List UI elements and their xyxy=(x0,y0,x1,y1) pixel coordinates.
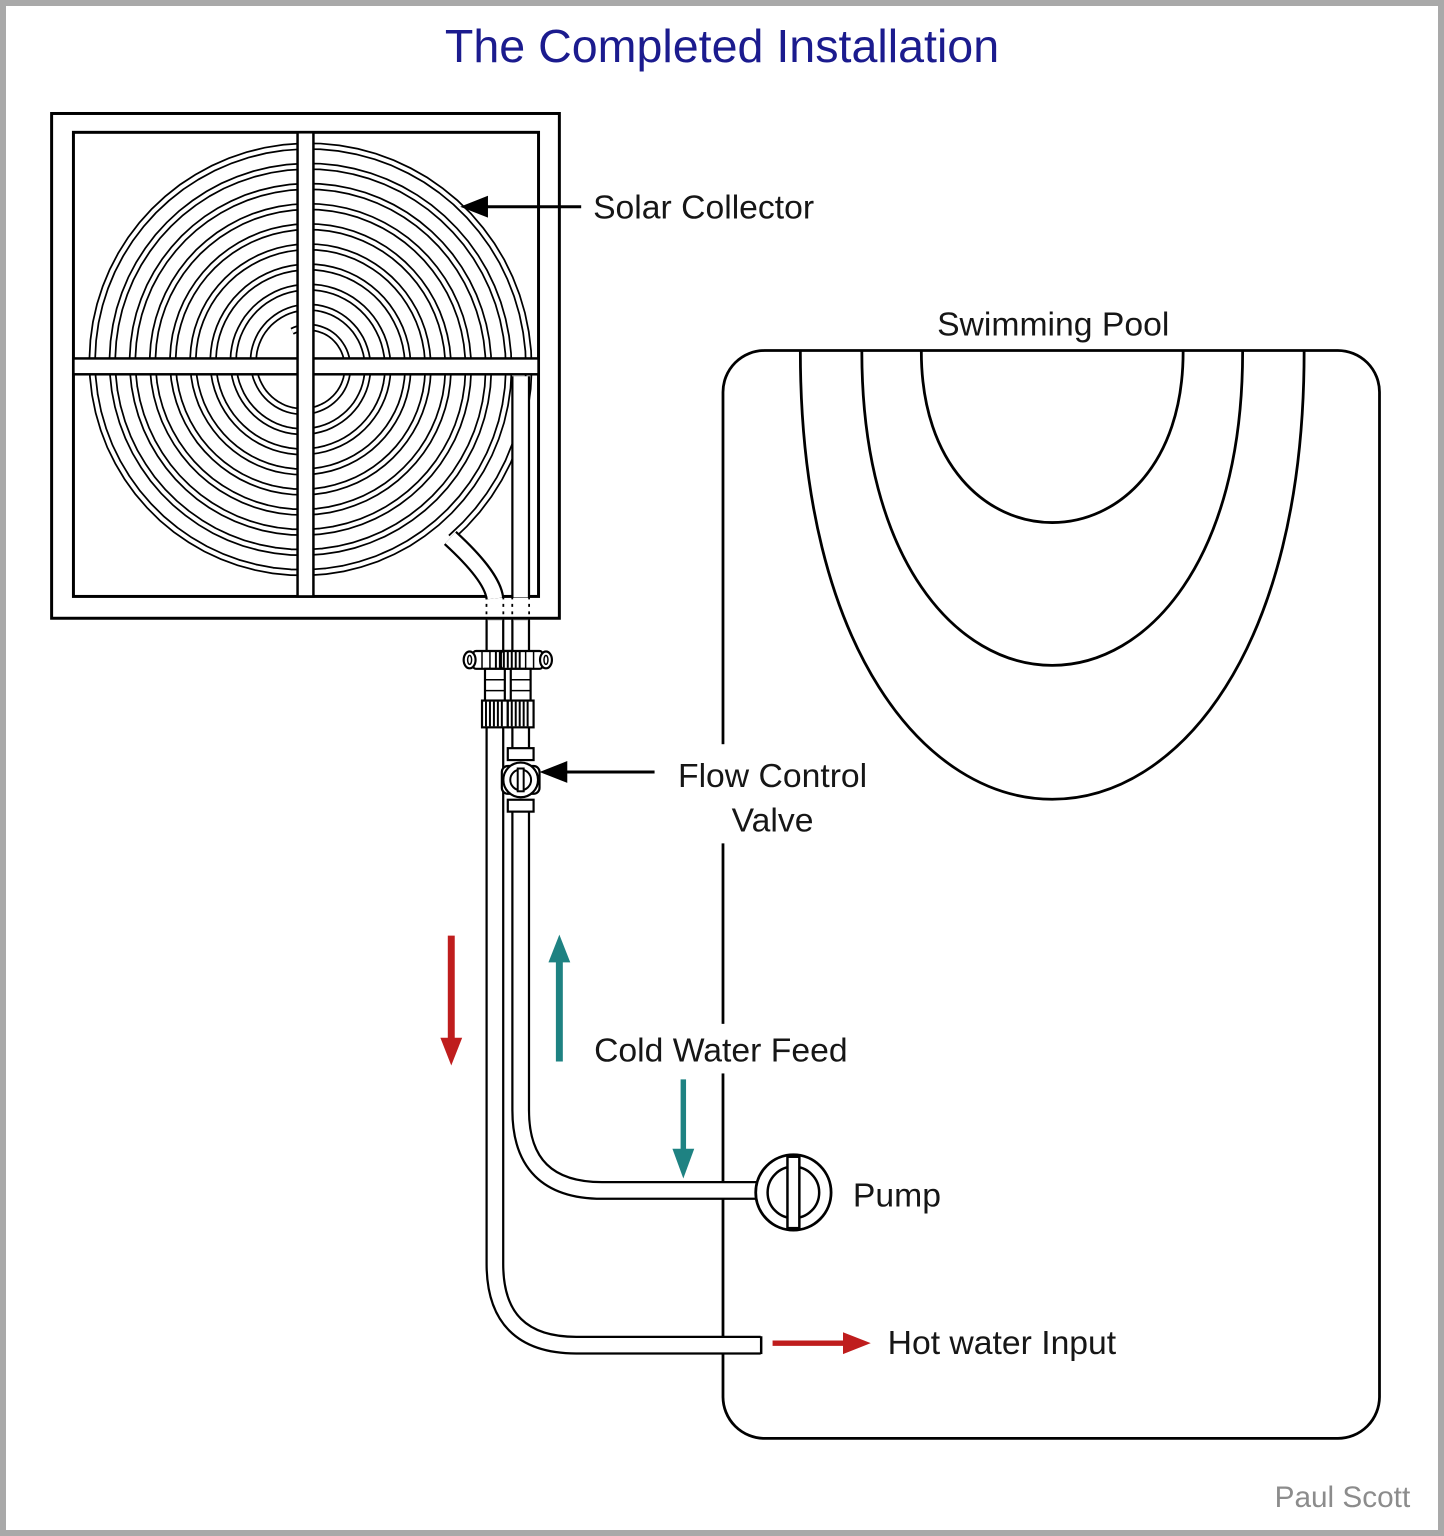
solar-collector-pointer-icon xyxy=(460,195,488,218)
hot-water-pipe-bore xyxy=(487,726,761,1353)
pool-steps-arc-middle xyxy=(860,351,1245,667)
pump xyxy=(754,1153,833,1232)
pointer-arrows xyxy=(460,195,655,783)
valve-label-backer xyxy=(650,744,892,844)
pool-outline xyxy=(721,349,1381,1440)
flow-arrows xyxy=(440,934,871,1355)
cold-feed-down-arrow-icon xyxy=(672,1148,695,1179)
solar-collector-label: Solar Collector xyxy=(593,189,814,227)
hot-input-right-arrow-icon xyxy=(842,1332,871,1355)
flow-control-valve-label-line1: Flow Control xyxy=(678,757,867,795)
attribution: Paul Scott xyxy=(1275,1481,1411,1514)
pool-steps-arc-outer xyxy=(798,351,1306,801)
collector-crossbar-vertical xyxy=(296,131,315,598)
coil-exit-pipe-bore xyxy=(445,532,503,600)
pump-label: Pump xyxy=(853,1176,941,1214)
swimming-pool: Swimming Pool xyxy=(721,306,1381,1440)
hot-flow-down-arrow-icon xyxy=(440,1037,463,1066)
page-title: The Completed Installation xyxy=(445,20,999,72)
swimming-pool-label: Swimming Pool xyxy=(937,306,1169,344)
pool-steps-arc-inner xyxy=(919,351,1185,524)
cold-water-feed-label: Cold Water Feed xyxy=(594,1032,848,1070)
valve-screw-slot xyxy=(516,767,525,793)
flow-control-valve-label-line2: Valve xyxy=(732,801,814,839)
solar-collector xyxy=(50,111,561,620)
hot-water-input-label: Hot water Input xyxy=(888,1324,1117,1362)
cold-feed-label-backer xyxy=(587,1023,880,1074)
flow-control-valve xyxy=(500,747,541,813)
cold-flow-up-arrow-icon xyxy=(548,934,571,963)
valve-pointer-icon xyxy=(539,761,568,783)
pump-slot xyxy=(786,1155,801,1230)
hose-connectors xyxy=(462,649,554,729)
right-hose-connector xyxy=(499,649,554,729)
installation-diagram: The Completed Installation Swimming Pool xyxy=(50,20,1411,1514)
